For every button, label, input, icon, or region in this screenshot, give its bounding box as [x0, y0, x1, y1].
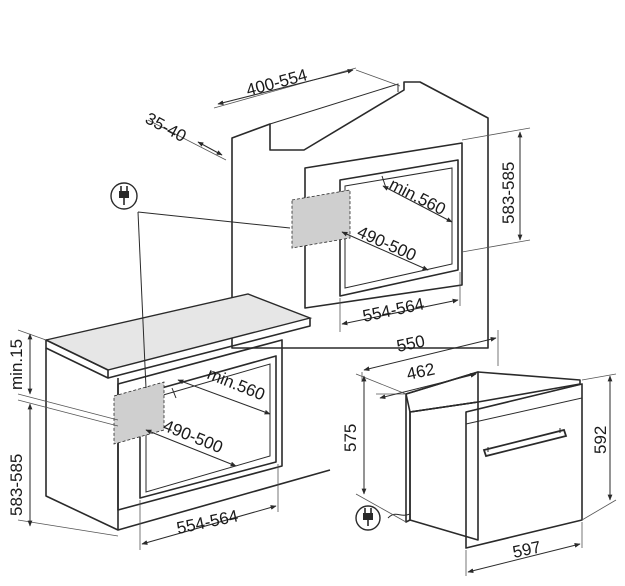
plug-leader-lines	[137, 211, 291, 389]
lower-top-clearance-dimension	[17, 329, 119, 421]
upper-depth-label: min.560	[386, 175, 449, 219]
upper-inner-width-label: 490-500	[354, 222, 419, 265]
lower-height-dimension	[17, 399, 119, 537]
oven-front-width-label: 597	[511, 537, 543, 561]
upper-top-gap-label: 35-40	[142, 109, 189, 146]
upper-top-depth-dimension	[213, 67, 401, 109]
oven-overall-depth-label: 550	[395, 331, 427, 355]
upper-top-depth-label: 400-554	[244, 65, 309, 100]
upper-height-label: 583-585	[499, 162, 518, 224]
plug-icon	[110, 182, 138, 210]
lower-top-clearance-label: min.15	[7, 339, 26, 390]
oven-body-height-label: 575	[341, 424, 360, 452]
lower-width-dimension	[139, 464, 279, 550]
oven-body-depth-label: 462	[405, 359, 437, 383]
lower-plug-zone	[113, 381, 165, 445]
lower-depth-label: min.560	[205, 364, 268, 404]
oven-body-depth-dimension	[376, 372, 477, 400]
oven-front-height-label: 592	[591, 426, 610, 454]
lower-inner-width-label: 490-500	[161, 416, 226, 457]
lower-inner-width-dimension	[145, 429, 237, 467]
oven-body-height-dimension	[355, 373, 407, 523]
upper-inner-width-dimension	[341, 231, 429, 271]
lower-height-label: 583-585	[7, 454, 26, 516]
oven	[387, 371, 583, 549]
upper-top-gap-dimension	[147, 119, 227, 161]
lower-depth-dimension	[177, 379, 271, 415]
upper-plug-zone	[291, 189, 351, 249]
oven-plug-icon	[355, 505, 381, 531]
oven-front-width-dimension	[465, 522, 583, 576]
oven-front-height-dimension	[581, 373, 617, 521]
upper-width-dimension	[339, 272, 461, 332]
upper-height-dimension	[461, 127, 531, 253]
upper-depth-dimension	[382, 185, 453, 223]
